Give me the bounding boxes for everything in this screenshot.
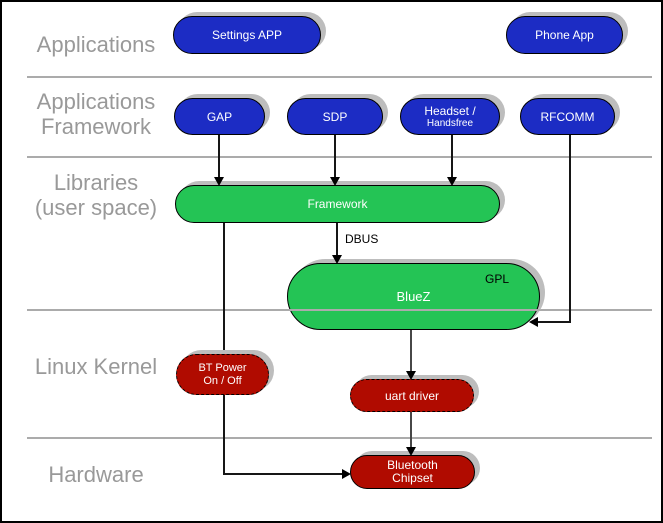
arrowhead-sdp-framework bbox=[330, 177, 340, 186]
node-label: Handsfree bbox=[426, 117, 474, 129]
node-label: Phone App bbox=[535, 28, 594, 42]
node-label: BlueZ bbox=[396, 288, 431, 304]
node-label: Headset / bbox=[424, 103, 476, 118]
node-headset-handsfree: Headset / Handsfree bbox=[400, 98, 500, 135]
node-label: Chipset bbox=[392, 471, 433, 485]
node-label: GAP bbox=[206, 109, 233, 124]
layer-label-line: Libraries bbox=[53, 170, 139, 195]
node-bluetooth-chipset: Bluetooth Chipset bbox=[350, 455, 475, 489]
node-label: uart driver bbox=[384, 388, 440, 403]
node-label: Settings APP bbox=[211, 28, 283, 42]
node-label: Bluetooth bbox=[387, 458, 438, 472]
arrowhead-into-chipset bbox=[342, 469, 351, 479]
layer-label-linux-kernel: Linux Kernel bbox=[10, 354, 182, 379]
layer-divider-applications bbox=[27, 76, 652, 78]
arrowhead-bluez-uart bbox=[406, 371, 416, 380]
edge-headset-to-framework bbox=[451, 134, 453, 180]
layer-divider-over-bluez bbox=[287, 309, 540, 311]
layer-label-line: Framework bbox=[40, 114, 151, 139]
layer-label-libraries-user-space: Libraries (user space) bbox=[10, 170, 182, 220]
node-sdp: SDP bbox=[287, 98, 383, 135]
layer-divider-framework bbox=[27, 156, 652, 158]
layer-divider-kernel bbox=[27, 437, 652, 439]
node-label: SDP bbox=[322, 109, 348, 124]
node-label: On / Off bbox=[203, 374, 242, 387]
arrowhead-headset-framework bbox=[447, 177, 457, 186]
edge-sdp-to-framework bbox=[334, 134, 336, 180]
layer-label-applications-framework: Applications Framework bbox=[10, 89, 182, 139]
node-label: BT Power bbox=[198, 361, 247, 374]
arrowhead-gap-framework bbox=[214, 177, 224, 186]
node-phone-app: Phone App bbox=[506, 16, 623, 54]
arrowhead-uart-chipset bbox=[406, 447, 416, 456]
layer-label-line: Hardware bbox=[48, 462, 144, 487]
edge-framework-to-chipset-vertical bbox=[223, 222, 225, 475]
node-gap: GAP bbox=[174, 98, 265, 135]
layer-label-hardware: Hardware bbox=[10, 462, 182, 487]
node-bt-power-on-off: BT Power On / Off bbox=[176, 354, 269, 395]
edge-rfcomm-to-bluez-vertical bbox=[569, 134, 571, 323]
layer-label-line: (user space) bbox=[34, 195, 158, 220]
dbus-edge-label: DBUS bbox=[345, 232, 379, 246]
layer-label-line: Applications bbox=[36, 32, 156, 57]
node-bluez: GPL BlueZ bbox=[287, 263, 540, 330]
gpl-badge: GPL bbox=[484, 272, 509, 286]
layer-label-applications: Applications bbox=[10, 32, 182, 57]
edge-framework-to-chipset-horizontal bbox=[223, 473, 344, 475]
node-label: RFCOMM bbox=[540, 109, 595, 124]
edge-rfcomm-to-bluez-horizontal bbox=[537, 321, 571, 323]
node-settings-app: Settings APP bbox=[173, 16, 321, 54]
edge-framework-to-bluez bbox=[336, 222, 338, 258]
node-framework: Framework bbox=[175, 185, 500, 223]
edge-bluez-to-uart bbox=[410, 329, 412, 373]
layer-label-line: Linux Kernel bbox=[34, 354, 158, 379]
edge-uart-to-chipset bbox=[410, 411, 412, 449]
arrowhead-dbus-bluez bbox=[332, 255, 342, 264]
node-label: Framework bbox=[307, 197, 368, 211]
node-uart-driver: uart driver bbox=[350, 379, 474, 412]
edge-gap-to-framework bbox=[218, 134, 220, 180]
arrowhead-rfcomm-bluez bbox=[529, 317, 538, 327]
node-rfcomm: RFCOMM bbox=[520, 98, 615, 135]
layer-label-line: Applications bbox=[36, 89, 156, 114]
